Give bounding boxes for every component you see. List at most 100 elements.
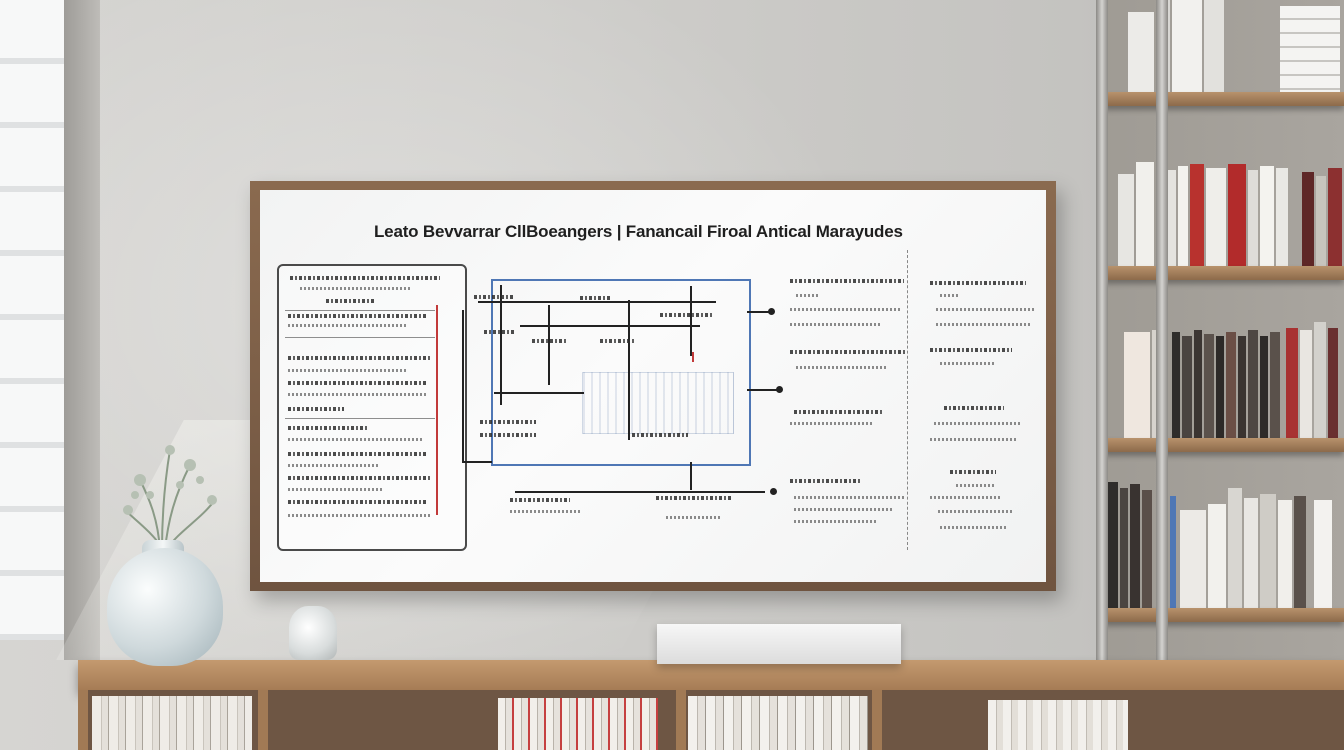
scribble-line [940,526,1006,529]
scribble-line [930,496,1000,499]
cabinet-divider [78,690,88,750]
connector-line [747,389,779,391]
book [1314,322,1326,440]
book-row-console [498,698,658,750]
scribble-line [580,296,610,300]
book-row-console [92,696,252,750]
rule-line [285,418,435,419]
scribble-line [656,496,732,500]
book [1270,332,1280,440]
book [1278,500,1292,610]
book [1108,482,1118,610]
book [1294,496,1306,610]
scribble-line [794,410,884,414]
cabinet-divider [676,690,686,750]
scribble-line [936,323,1032,326]
book [1244,498,1258,610]
book [1302,172,1314,268]
faint-sketch [582,372,734,434]
connector-line [462,461,492,463]
connector-line [520,325,700,327]
book [1316,176,1326,268]
connector-line [478,301,716,303]
book [1130,484,1140,610]
book [1206,168,1226,268]
scribble-line [288,488,384,491]
whiteboard-title: Leato Bevvarrar CllBoeangers | Fanancail… [374,222,903,241]
book [1142,490,1152,610]
scribble-line [790,422,874,425]
scribble-line [940,362,994,365]
connector-line [515,491,765,493]
book [1216,336,1224,440]
connector-line [548,305,550,385]
book [1128,12,1154,92]
book [1180,510,1206,610]
book [1120,488,1128,610]
scribble-line [288,369,408,372]
scribble-line [794,520,878,523]
book [1276,168,1288,268]
book-row-4 [1108,480,1344,610]
connector-line [462,310,464,462]
book [1204,0,1224,92]
book [1328,328,1338,440]
scribble-line [288,356,430,360]
red-marker [692,352,694,362]
scribble-line [532,339,566,343]
book [1328,168,1342,268]
book-stack [1280,6,1340,92]
small-vase [289,606,337,660]
dashed-divider [907,250,908,550]
connector-line [494,392,584,394]
scribble-line [790,479,860,483]
connector-line [628,300,630,440]
book-row-top [1120,0,1344,92]
scribble-line [484,330,514,334]
scribble-line [288,452,428,456]
scribble-line [930,281,1026,285]
scribble-line [290,276,440,280]
book [1314,500,1332,610]
scribble-line [950,470,996,474]
console-shelf [78,660,1344,690]
scribble-line [288,514,430,517]
rule-line [285,337,435,338]
scribble-line [288,314,428,318]
book [1260,336,1268,440]
window [0,0,68,640]
book [1228,164,1246,268]
book-row-console [988,700,1128,750]
white-box [657,624,901,664]
shelf-plank [1104,92,1344,106]
window-frame [64,0,100,660]
book [1286,328,1298,440]
book [1118,174,1134,268]
book [1238,336,1246,440]
shelf-post [1096,0,1108,660]
book [1260,494,1276,610]
scribble-line [288,393,426,396]
shelf-post [1156,0,1168,750]
book [1260,166,1274,268]
scribble-line [480,420,536,424]
scribble-line [794,496,904,499]
scribble-line [288,324,408,327]
scribble-line [930,438,1018,441]
book-row-2 [1116,150,1344,268]
scribble-line [288,426,368,430]
scribble-line [790,350,906,354]
scribble-line [288,438,422,441]
console-cabinet [78,690,1344,750]
shelf-plank [1104,608,1344,622]
scribble-line [632,433,688,437]
scribble-line [288,476,430,480]
cabinet-divider [258,690,268,750]
connector-line [747,311,773,313]
plant [123,445,217,550]
scribble-line [790,323,880,326]
book [1204,334,1214,440]
scribble-line [956,484,996,487]
scribble-line [300,287,410,290]
